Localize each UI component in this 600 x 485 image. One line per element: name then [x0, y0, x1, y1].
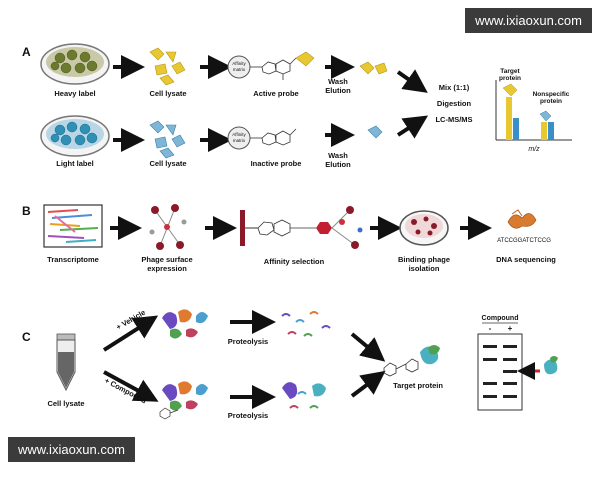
cell-lysate-heavy-proteins — [149, 47, 186, 86]
protein-cluster-vehicle — [162, 309, 208, 339]
nonspecific-bar-heavy — [541, 122, 547, 140]
heavy-label-dish — [40, 43, 110, 85]
protein-cluster-compound — [159, 381, 208, 420]
panel-a-arrows — [113, 55, 429, 152]
proteolysis-bottom-label: Proteolysis — [228, 411, 268, 420]
affinity-matrix-bottom-line1: Affinity — [232, 132, 246, 137]
dna-sequencing-structure — [507, 209, 537, 229]
nonspecific-bar-light — [548, 122, 554, 140]
binding-phage-line1: Binding phage — [398, 255, 450, 264]
lcms-label: LC-MS/MS — [435, 115, 472, 124]
target-protein-c-structure — [383, 345, 440, 377]
gel — [477, 333, 523, 411]
active-probe-target-protein — [295, 51, 315, 67]
transcriptome-label: Transcriptome — [47, 255, 99, 264]
active-probe-structure — [250, 57, 297, 80]
cell-lysate-light-proteins — [149, 120, 186, 159]
phage-surface-line2: expression — [147, 264, 187, 273]
dna-sequence: ATCCGGATCTCCG — [497, 238, 551, 244]
nonspecific-line2: protein — [540, 98, 562, 105]
binding-phage-line2: isolation — [409, 264, 440, 273]
mz-label: m/z — [528, 146, 540, 153]
phage-surface-illustration — [149, 204, 187, 250]
panel-c-arrows — [102, 310, 386, 409]
watermark-bottom: www.ixiaoxun.com — [8, 437, 135, 462]
light-label-dish — [40, 115, 110, 157]
target-protein-c-label: Target protein — [393, 381, 443, 390]
cell-lysate-top-label: Cell lysate — [149, 89, 186, 98]
protein-fragments-compound — [282, 382, 326, 409]
wash-bottom-line1: Wash — [328, 151, 348, 160]
active-probe-label: Active probe — [253, 89, 298, 98]
panel-b-letter: B — [22, 204, 31, 218]
wash-top-line2: Elution — [325, 86, 351, 95]
target-bar-heavy — [506, 97, 512, 140]
watermark-top: www.ixiaoxun.com — [465, 8, 592, 33]
inactive-probe-structure — [250, 128, 297, 146]
digestion-label: Digestion — [437, 99, 472, 108]
binding-phage-dish — [399, 210, 449, 246]
cell-lysate-tube — [56, 333, 76, 392]
cell-lysate-c-label: Cell lysate — [47, 399, 84, 408]
affinity-selection-illustration — [240, 206, 363, 249]
mix-label: Mix (1:1) — [439, 83, 470, 92]
gel-compound-header: Compound — [482, 315, 519, 322]
proteolysis-top-label: Proteolysis — [228, 337, 268, 346]
dna-sequencing-label: DNA sequencing — [496, 255, 556, 264]
light-label-text: Light label — [56, 159, 94, 168]
target-protein-line1: Target — [500, 68, 520, 75]
gel-plus: + — [508, 324, 513, 333]
affinity-selection-label: Affinity selection — [264, 257, 325, 266]
panel-c-letter: C — [22, 330, 31, 344]
nonspecific-line1: Nonspecific — [533, 91, 570, 98]
eluted-proteins-top — [359, 61, 388, 75]
vehicle-label: + Vehicle — [115, 308, 147, 332]
ms-spectrum — [495, 80, 572, 141]
target-bar-light — [513, 118, 519, 140]
cell-lysate-bottom-label: Cell lysate — [149, 159, 186, 168]
wash-top-line1: Wash — [328, 77, 348, 86]
target-protein-line2: protein — [499, 75, 521, 82]
phage-surface-line1: Phage surface — [141, 255, 192, 264]
affinity-matrix-bottom-line2: matrix — [233, 138, 246, 143]
gel-minus: - — [489, 324, 492, 333]
inactive-probe-label: Inactive probe — [251, 159, 302, 168]
affinity-matrix-top-line1: Affinity — [232, 61, 246, 66]
heavy-label-text: Heavy label — [54, 89, 95, 98]
transcriptome-box — [43, 204, 103, 248]
wash-bottom-line2: Elution — [325, 160, 351, 169]
eluted-proteins-bottom — [367, 125, 383, 139]
panel-a-letter: A — [22, 45, 31, 59]
gel-target-protein — [544, 356, 558, 375]
affinity-matrix-top-line2: matrix — [233, 67, 246, 72]
protein-fragments-vehicle — [281, 311, 331, 337]
